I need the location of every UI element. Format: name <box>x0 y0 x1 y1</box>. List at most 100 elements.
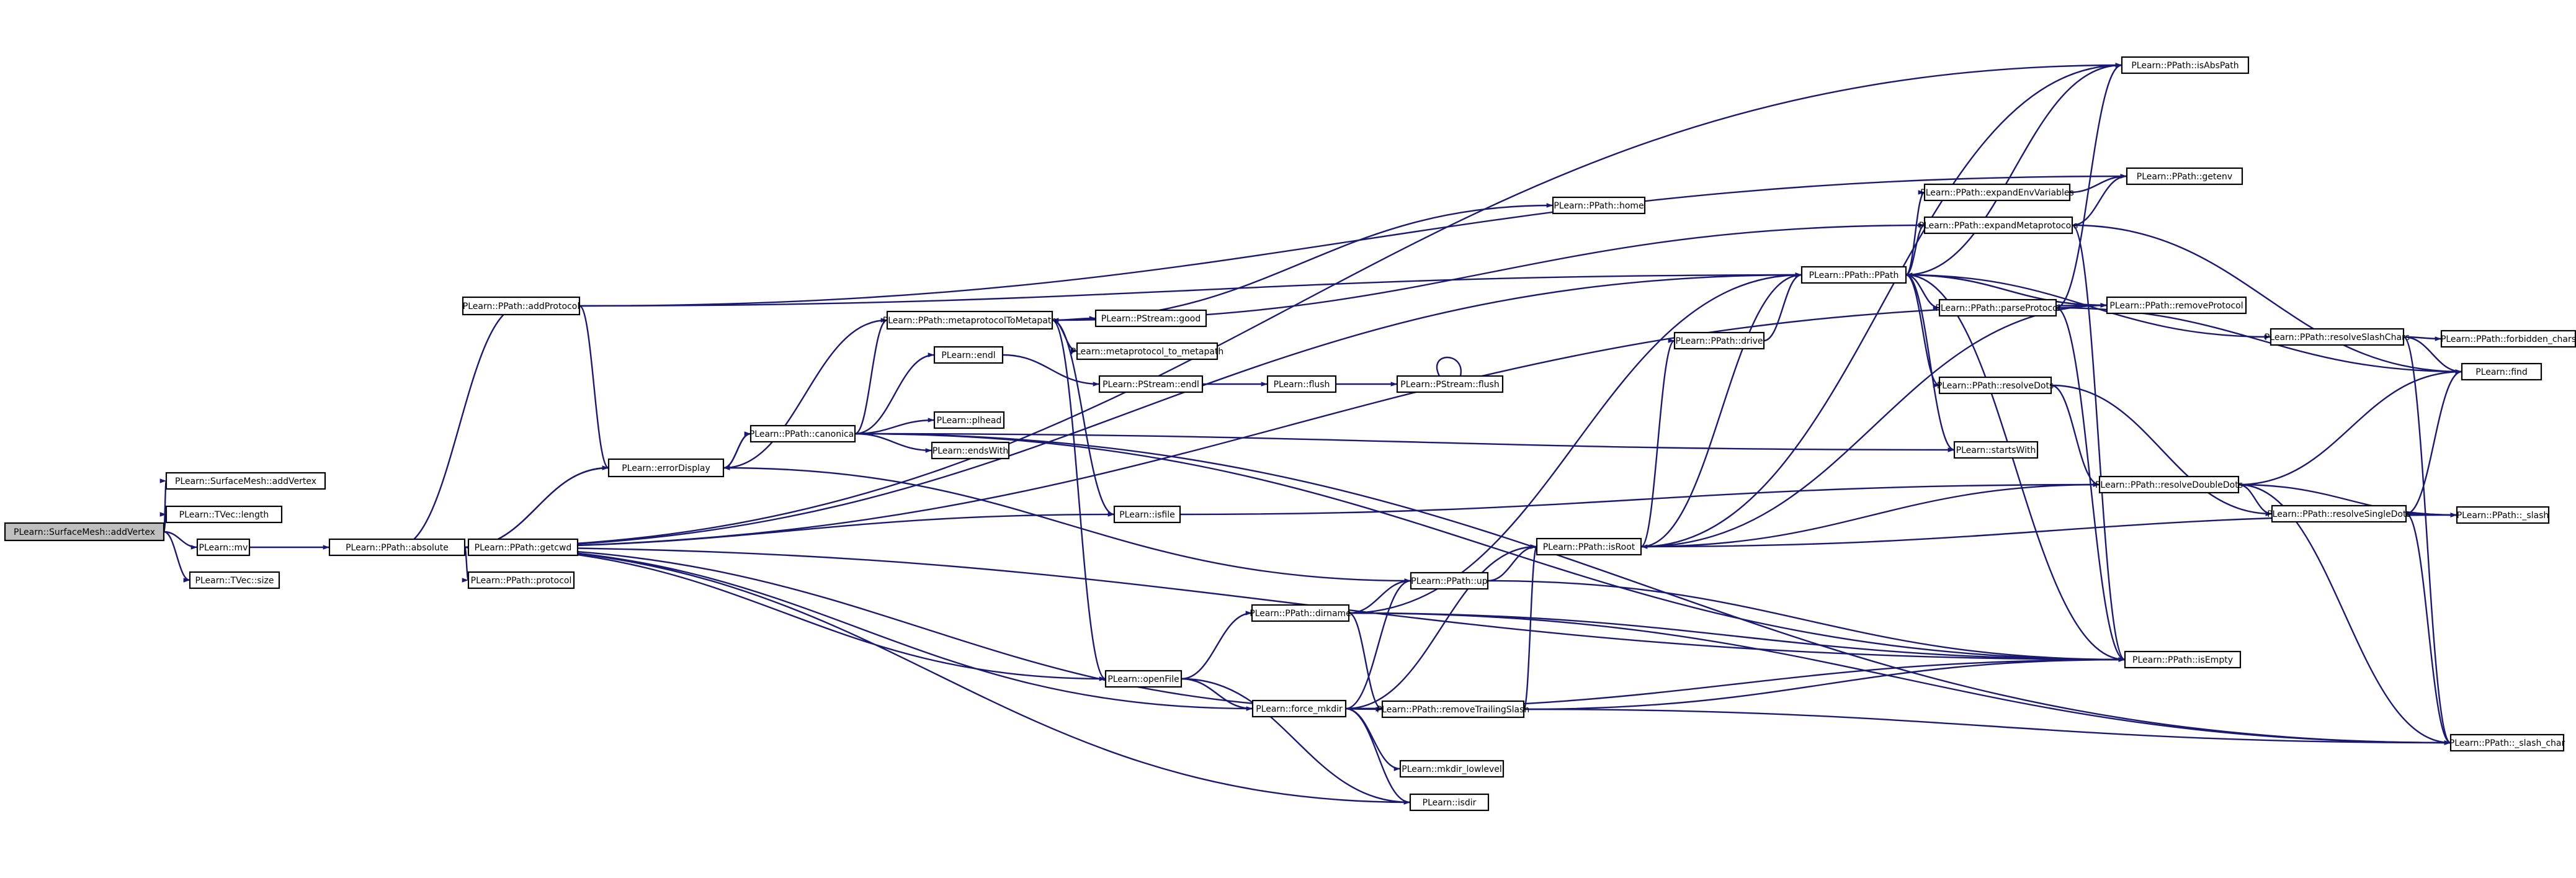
graph-node-errordisplay[interactable]: PLearn::errorDisplay <box>607 458 725 478</box>
graph-node-box <box>2271 504 2407 523</box>
graph-node-expandmetaprotocols[interactable]: PLearn::PPath::expandMetaprotocols <box>1919 216 2078 235</box>
graph-node-ppath[interactable]: PLearn::PPath::PPath <box>1800 266 1907 284</box>
graph-node-label: PLearn::PPath::parseProtocol <box>1935 303 2060 313</box>
graph-node-openfile[interactable]: PLearn::openFile <box>1104 670 1183 688</box>
call-edge-arrowhead <box>1948 447 1954 452</box>
graph-node-label: PLearn::plhead <box>937 416 1002 426</box>
call-edge <box>1052 319 1106 680</box>
graph-node-label: PLearn::PPath::resolveSlashChars <box>2265 333 2410 343</box>
graph-node-isabspath[interactable]: PLearn::PPath::isAbsPath <box>2121 56 2250 74</box>
graph-node-box <box>165 472 326 490</box>
graph-node-isdir[interactable]: PLearn::isdir <box>1409 793 1490 812</box>
graph-node-box <box>886 310 1053 330</box>
call-edge-arrowhead <box>1933 305 1939 310</box>
graph-node-pl-head[interactable]: PLearn::plhead <box>933 411 1005 429</box>
graph-node-up[interactable]: PLearn::PPath::up <box>1410 571 1489 590</box>
call-edge <box>1905 274 2108 307</box>
graph-node-label: PLearn::errorDisplay <box>622 464 710 473</box>
call-edge <box>1345 545 1537 710</box>
call-edge <box>2405 370 2462 515</box>
graph-node--slash[interactable]: PLearn::PPath::_slash <box>2456 506 2550 524</box>
call-edge-arrowhead <box>1261 382 1268 387</box>
graph-node-label: PLearn::TVec::length <box>179 510 269 520</box>
graph-node-pstream-endl[interactable]: PLearn::PStream::endl <box>1098 375 1204 393</box>
graph-node-flush[interactable]: PLearn::flush <box>1266 375 1337 393</box>
graph-node-length[interactable]: PLearn::TVec::length <box>165 505 283 524</box>
graph-node-drive[interactable]: PLearn::PPath::drive <box>1673 331 1765 350</box>
graph-node-expandenvvariables[interactable]: PLearn::PPath::expandEnvVariables <box>1920 183 2074 202</box>
graph-node-box <box>933 411 1005 429</box>
graph-node-mv[interactable]: PLearn::mv <box>196 538 251 557</box>
graph-node-resolvedoubledots[interactable]: PLearn::PPath::resolveDoubleDots <box>2095 475 2243 494</box>
graph-node-absolute[interactable]: PLearn::PPath::absolute <box>328 538 466 557</box>
graph-node-box <box>1552 196 1646 215</box>
call-edge <box>464 274 1802 549</box>
graph-node-home[interactable]: PLearn::PPath::home <box>1552 196 1646 215</box>
graph-node-label: PLearn::PPath::PPath <box>1809 271 1899 280</box>
call-edge <box>464 546 1411 804</box>
graph-node-box <box>462 296 581 316</box>
graph-node-endswith[interactable]: PLearn::endsWith <box>931 441 1010 460</box>
call-edge <box>2055 64 2122 309</box>
graph-node-resolveslashchars[interactable]: PLearn::PPath::resolveSlashChars <box>2265 328 2410 346</box>
call-edge-arrowhead <box>159 512 166 517</box>
graph-node-getcwd[interactable]: PLearn::PPath::getcwd <box>467 538 579 557</box>
graph-node-mkdir-lowlevel[interactable]: PLearn::mkdir_lowlevel <box>1399 759 1505 778</box>
graph-node-box <box>2124 650 2242 669</box>
graph-node-addvertex-tvec[interactable]: PLearn::SurfaceMesh::addVertex <box>165 472 326 490</box>
graph-node-label: PLearn::PPath::_slash_char <box>2449 738 2565 748</box>
graph-node-startswith[interactable]: PLearn::startsWith <box>1953 441 2039 459</box>
call-edge <box>1905 274 2126 661</box>
graph-node-box <box>1113 505 1181 524</box>
graph-node-size[interactable]: PLearn::TVec::size <box>189 571 280 589</box>
call-edge <box>1640 339 1675 548</box>
graph-node-box <box>2461 362 2542 381</box>
graph-node-label: PLearn::mkdir_lowlevel <box>1402 764 1501 774</box>
call-edge-arrowhead <box>183 578 190 583</box>
graph-node-dirname[interactable]: PLearn::PPath::dirname <box>1250 604 1351 622</box>
graph-node-removetrailingslash[interactable]: PLearn::PPath::removeTrailingSlash <box>1377 700 1530 719</box>
graph-node-label: PLearn::PPath::getcwd <box>475 543 572 553</box>
graph-node-label: PLearn::endsWith <box>932 446 1008 456</box>
graph-node-protocol[interactable]: PLearn::PPath::protocol <box>467 571 575 589</box>
graph-node-metaprotocol-to-metapath[interactable]: PLearn::metaprotocol_to_metapath <box>1071 342 1224 361</box>
graph-node-removeprotocol[interactable]: PLearn::PPath::removeProtocol <box>2106 296 2247 315</box>
graph-node-box <box>196 538 251 557</box>
call-edge <box>464 513 1115 549</box>
graph-node-resolvedots[interactable]: PLearn::PPath::resolveDots <box>1937 376 2054 395</box>
call-edge-arrowhead <box>2115 63 2122 68</box>
graph-node-canonical[interactable]: PLearn::PPath::canonical <box>749 424 856 443</box>
graph-node-box <box>1409 793 1490 812</box>
graph-node-isfile[interactable]: PLearn::isfile <box>1113 505 1181 524</box>
call-edge-arrowhead <box>1390 382 1397 387</box>
graph-node-box <box>467 538 579 557</box>
graph-node-root[interactable]: PLearn::SurfaceMesh::addVertex <box>4 522 165 542</box>
call-edge <box>2403 336 2462 373</box>
call-edge <box>163 531 190 581</box>
graph-node-good[interactable]: PLearn::PStream::good <box>1094 309 1207 328</box>
graph-node-getenv[interactable]: PLearn::PPath::getenv <box>2126 167 2243 186</box>
call-edge-arrowhead <box>1093 382 1099 387</box>
graph-node-metaprotocoltometapath[interactable]: PLearn::PPath::metaprotocolToMetapath <box>883 310 1057 330</box>
graph-node-pstream-flush[interactable]: PLearn::PStream::flush <box>1396 375 1504 393</box>
graph-node-isempty[interactable]: PLearn::PPath::isEmpty <box>2124 650 2242 669</box>
call-edge-arrowhead <box>2120 174 2127 179</box>
call-edge <box>464 546 1106 680</box>
graph-node--slash-char[interactable]: PLearn::PPath::_slash_char <box>2449 733 2565 752</box>
graph-node-endl[interactable]: PLearn::endl <box>933 346 1004 364</box>
graph-node-label: PLearn::PPath::expandEnvVariables <box>1920 188 2074 198</box>
graph-node-find[interactable]: PLearn::find <box>2461 362 2542 381</box>
graph-node-resolvesingledots[interactable]: PLearn::PPath::resolveSingleDots <box>2267 504 2411 523</box>
graph-node-box <box>1923 216 2073 235</box>
graph-node-parseprotocol[interactable]: PLearn::PPath::parseProtocol <box>1935 298 2060 317</box>
graph-node-label: PLearn::PPath::_slash <box>2457 511 2549 521</box>
graph-node-box <box>1938 298 2057 317</box>
call-edge <box>1905 191 1926 276</box>
call-edge <box>1640 274 1802 548</box>
graph-node-isroot[interactable]: PLearn::PPath::isRoot <box>1536 537 1642 556</box>
graph-node-addprotocol[interactable]: PLearn::PPath::addProtocol <box>462 296 581 316</box>
call-edge-arrowhead <box>1906 272 1913 277</box>
graph-node-forbidden-chars[interactable]: PLearn::PPath::forbidden_chars <box>2440 329 2576 348</box>
graph-node-force-mkdir[interactable]: PLearn::force_mkdir <box>1251 699 1347 718</box>
call-edge <box>2238 483 2451 744</box>
